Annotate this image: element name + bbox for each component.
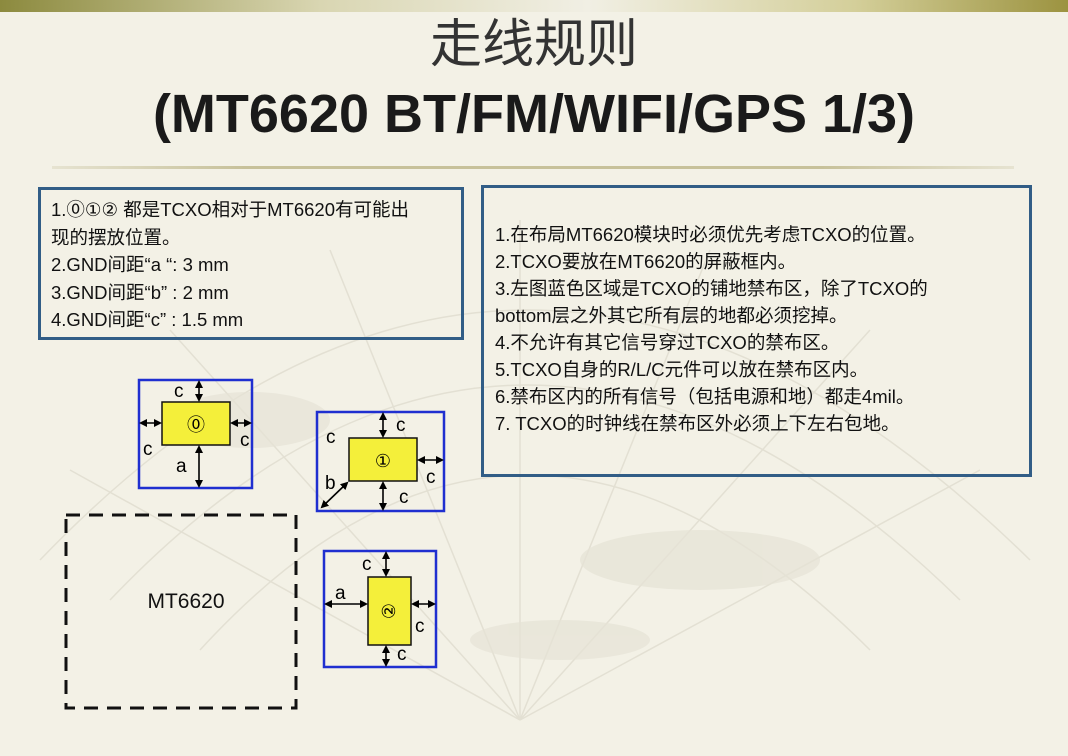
spacing-label-c: c <box>362 554 372 575</box>
rule-line: 5.TCXO自身的R/L/C元件可以放在禁布区内。 <box>495 359 869 380</box>
slide-title-english: (MT6620 BT/FM/WIFI/GPS 1/3) <box>152 84 916 144</box>
spacing-label-c: c <box>399 487 409 508</box>
rule-line: bottom层之外其它所有层的地都必须挖掉。 <box>495 305 848 326</box>
spacing-label-c: c <box>415 616 425 637</box>
rule-line: 4.不允许有其它信号穿过TCXO的禁布区。 <box>495 332 840 353</box>
tcxo-index: ⓪ <box>187 415 205 435</box>
tcxo-position-1: ① c c c c b <box>315 410 446 513</box>
spacing-label-b: b <box>325 473 336 494</box>
spacing-label-c: c <box>396 415 406 436</box>
rule-line: 1.在布局MT6620模块时必须优先考虑TCXO的位置。 <box>495 224 926 245</box>
rule-line: 2.TCXO要放在MT6620的屏蔽框内。 <box>495 251 797 272</box>
left-note-line: 1.⓪①② 都是TCXO相对于MT6620有可能出 <box>51 199 409 220</box>
rule-line: 6.禁布区内的所有信号（包括电源和地）都走4mil。 <box>495 386 915 407</box>
left-note-line: 2.GND间距“a “: 3 mm <box>51 254 229 275</box>
tcxo-position-2: ② c c c a <box>322 549 438 669</box>
top-accent-bar <box>0 0 1068 12</box>
left-note-line: 4.GND间距“c” : 1.5 mm <box>51 309 244 330</box>
keepout-area <box>322 549 438 669</box>
spacing-label-a: a <box>176 456 187 477</box>
spacing-label-c: c <box>397 644 407 665</box>
left-note-line: 现的摆放位置。 <box>51 226 181 248</box>
spacing-label-c: c <box>240 430 250 451</box>
left-note-line: 3.GND间距“b” : 2 mm <box>51 281 229 303</box>
tcxo-part <box>367 576 412 646</box>
tcxo-position-0: ⓪ c c c a <box>137 378 254 490</box>
slide-title-chinese: 走线规则 <box>429 15 638 75</box>
title-divider <box>52 166 1014 169</box>
spacing-label-c: c <box>143 439 153 460</box>
spacing-label-a: a <box>335 583 346 604</box>
spacing-label-c: c <box>426 467 436 488</box>
rule-line: 3.左图蓝色区域是TCXO的铺地禁布区，除了TCXO的 <box>495 278 928 299</box>
chip-label: MT6620 <box>147 590 224 613</box>
mt6620-chip: MT6620 <box>64 513 298 710</box>
tcxo-index: ① <box>375 451 391 471</box>
gnd-spacing-notes-box: 1.⓪①② 都是TCXO相对于MT6620有可能出 现的摆放位置。 2.GND间… <box>38 187 464 340</box>
spacing-label-c: c <box>326 427 336 448</box>
tcxo-index: ② <box>379 603 399 619</box>
layout-rules-box: 1.在布局MT6620模块时必须优先考虑TCXO的位置。 2.TCXO要放在MT… <box>481 185 1032 477</box>
spacing-label-c: c <box>174 381 184 402</box>
rule-line: 7. TCXO的时钟线在禁布区外必须上下左右包地。 <box>495 413 900 434</box>
